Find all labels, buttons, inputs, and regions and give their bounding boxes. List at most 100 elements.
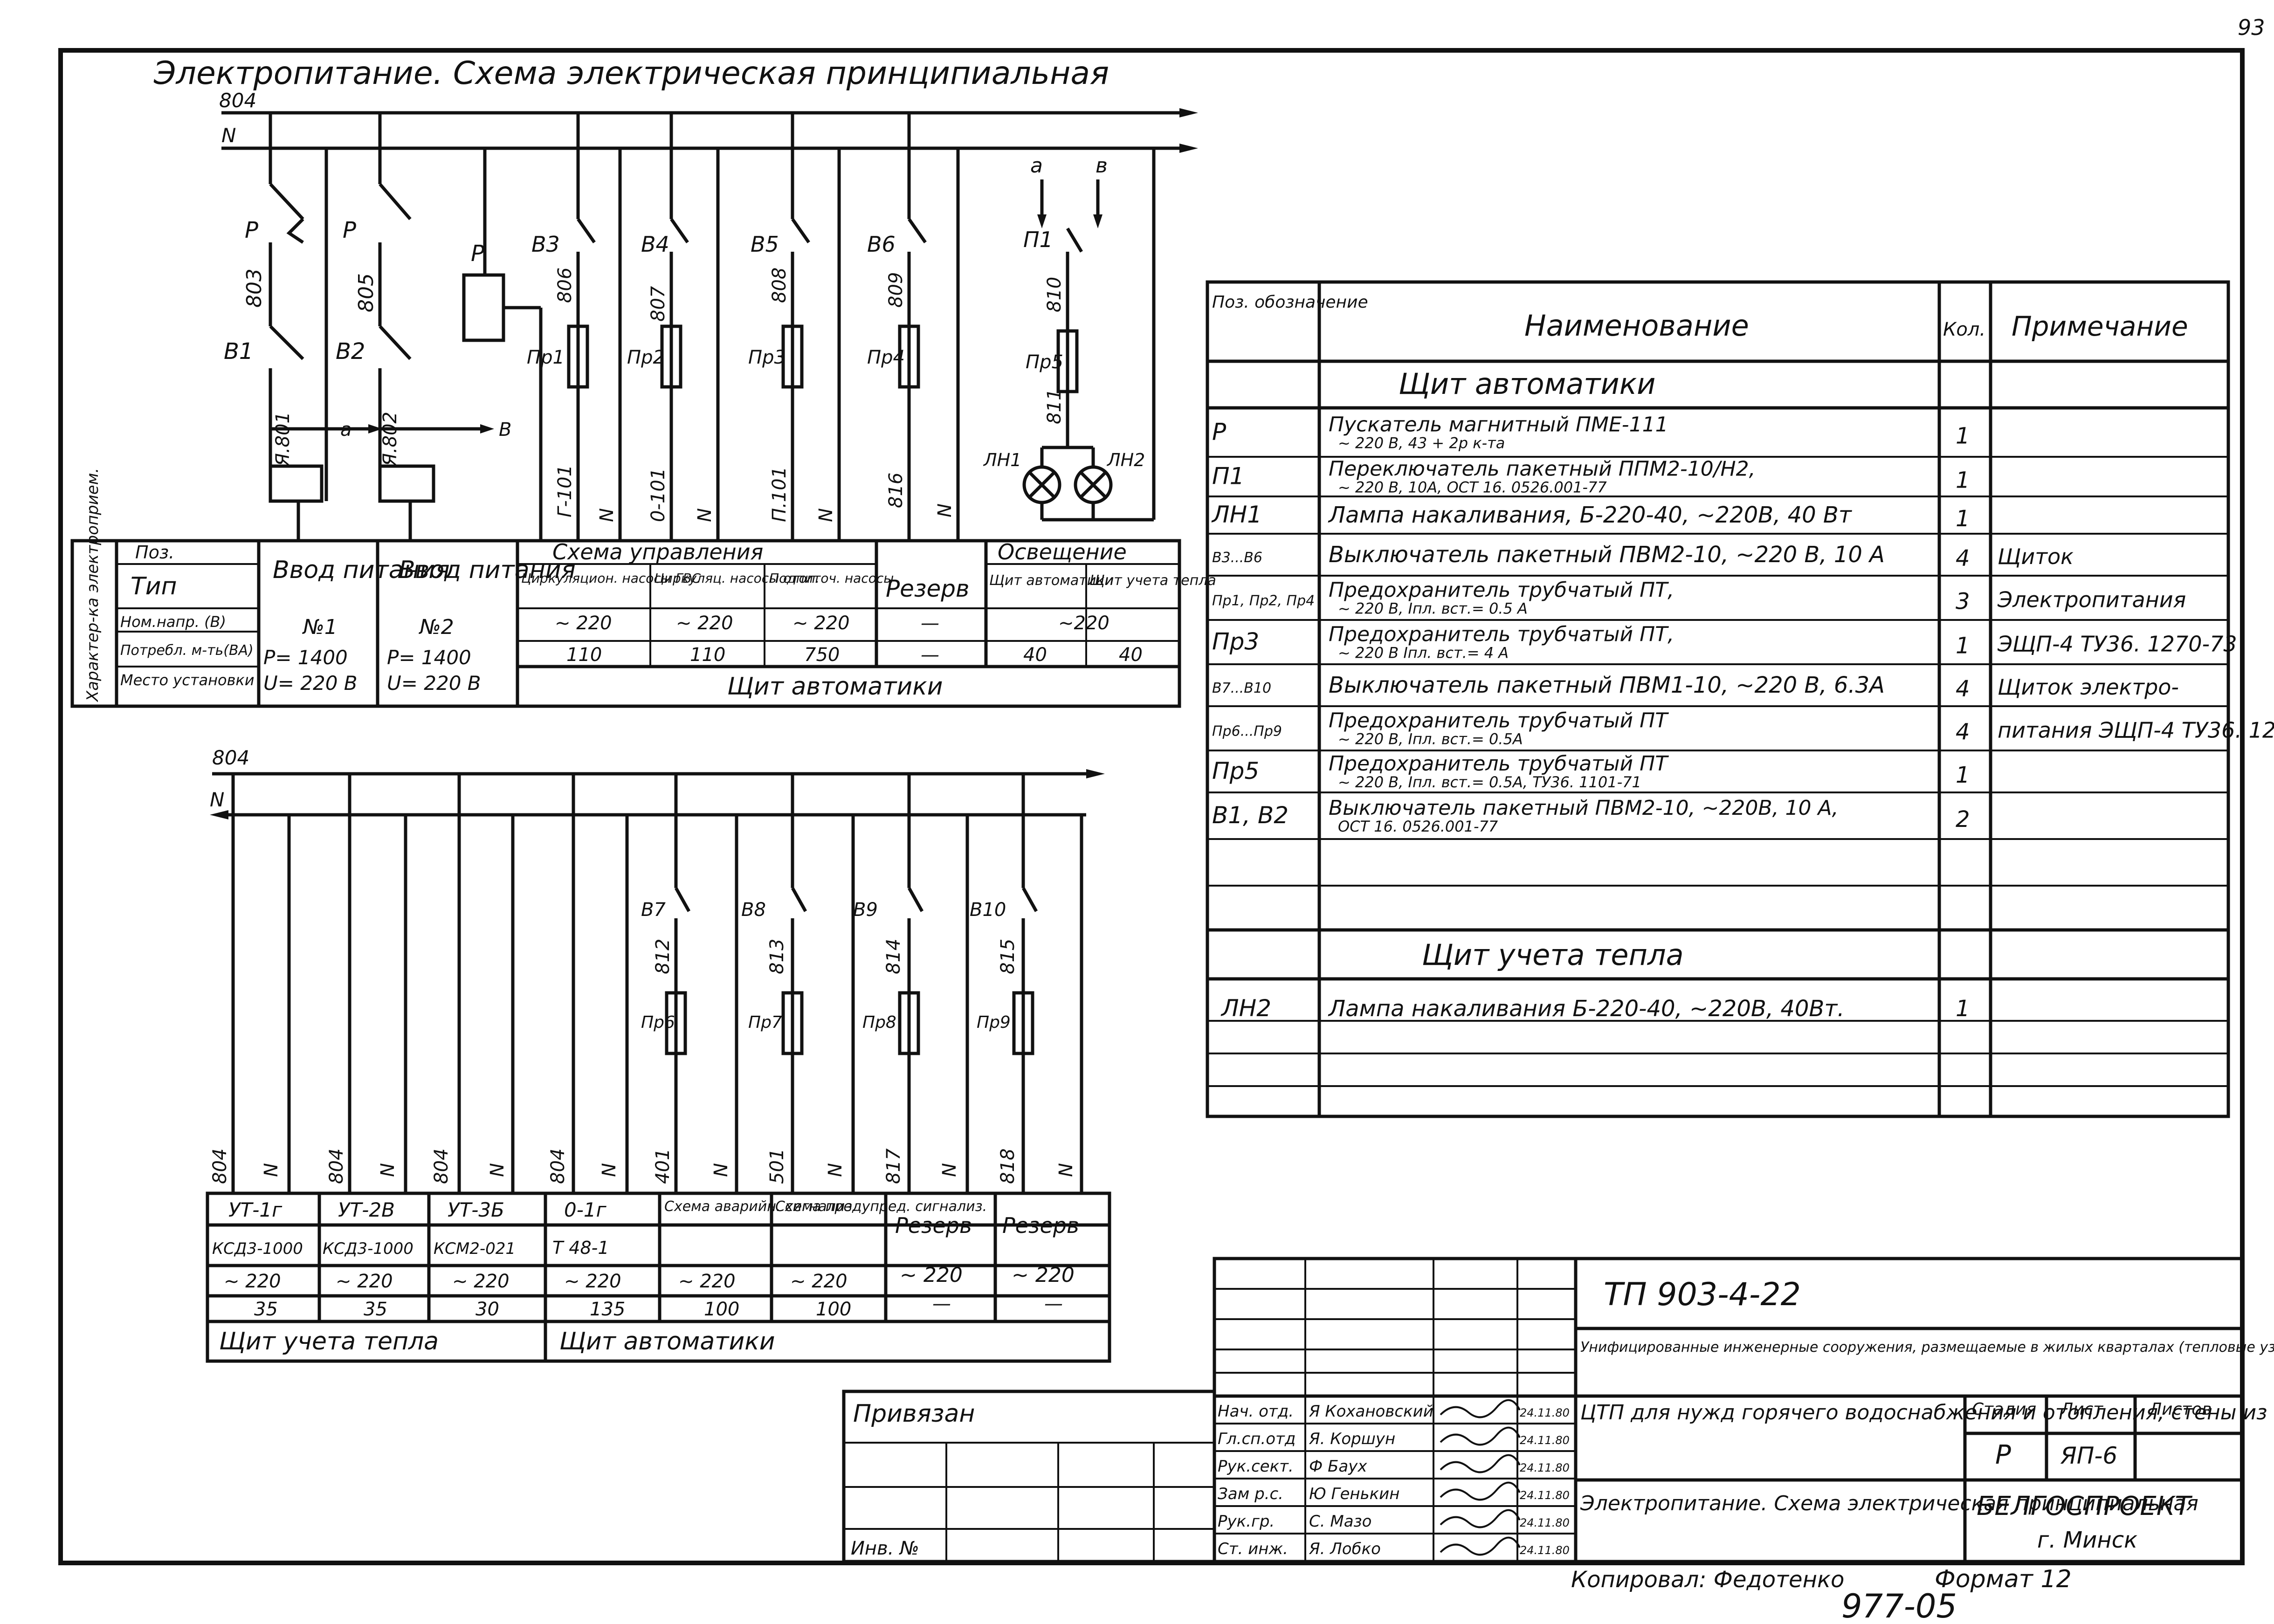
svg-text:В4: В4 bbox=[641, 232, 669, 257]
svg-text:В3: В3 bbox=[531, 232, 560, 257]
signer-name: Ю Генькин bbox=[1309, 1485, 1400, 1503]
svg-text:Щит учета тепла: Щит учета тепла bbox=[1089, 572, 1216, 589]
svg-text:Щит автоматики: Щит автоматики bbox=[559, 1328, 775, 1356]
spec-qty: 3 bbox=[1956, 589, 1970, 615]
signer-date: 24.11.80 bbox=[1520, 1489, 1570, 1502]
svg-text:Листов: Листов bbox=[2148, 1400, 2212, 1419]
svg-text:Схема аварийн. сигнализ.: Схема аварийн. сигнализ. bbox=[664, 1198, 857, 1215]
switch-contact bbox=[791, 887, 807, 912]
svg-text:804: 804 bbox=[209, 1149, 231, 1184]
svg-text:Лист: Лист bbox=[2060, 1400, 2103, 1419]
branch-b3: В3 806 Пр1 Г-101 bbox=[527, 113, 596, 541]
svg-text:в: в bbox=[1096, 154, 1108, 178]
svg-text:Циркуляц. насосы отоп.: Циркуляц. насосы отоп. bbox=[654, 571, 820, 586]
input2-bracket bbox=[378, 464, 435, 503]
svg-text:~ 220: ~ 220 bbox=[452, 1271, 510, 1292]
signature-mark bbox=[1440, 1399, 1521, 1418]
page-number: 93 bbox=[2238, 15, 2265, 40]
starter-p-label: Р bbox=[245, 217, 258, 243]
svg-text:Поз.: Поз. bbox=[135, 542, 174, 563]
page-title: Электропитание. Схема электрическая прин… bbox=[153, 55, 1109, 92]
spec-name: Предохранитель трубчатый ПТ, bbox=[1329, 623, 1674, 647]
svg-text:ЛН1: ЛН1 bbox=[983, 450, 1021, 470]
svg-text:Щит автоматики: Щит автоматики bbox=[727, 673, 943, 701]
signature-mark bbox=[1440, 1426, 1521, 1446]
footer-number: 977-05 bbox=[1841, 1587, 1957, 1624]
svg-text:а: а bbox=[1030, 154, 1043, 178]
schema2-verticals bbox=[231, 774, 1083, 1193]
switch-b2-label: В2 bbox=[336, 338, 365, 365]
spec-pos: Пр5 bbox=[1212, 757, 1259, 784]
wire-n: N bbox=[596, 508, 618, 522]
svg-text:Пр6: Пр6 bbox=[641, 1013, 675, 1032]
signer-name: Я. Лобко bbox=[1309, 1540, 1381, 1558]
spec-name: Выключатель пакетный ПВМ2-10, ~220 В, 10… bbox=[1329, 542, 1885, 568]
svg-text:~ 220: ~ 220 bbox=[555, 612, 612, 634]
svg-text:В9: В9 bbox=[853, 899, 878, 921]
svg-text:0-101: 0-101 bbox=[648, 468, 669, 522]
spec-name: Выключатель пакетный ПВМ1-10, ~220 В, 6.… bbox=[1329, 672, 1885, 698]
svg-text:П.101: П.101 bbox=[769, 467, 790, 522]
svg-text:~ 220: ~ 220 bbox=[678, 1271, 736, 1292]
contact-p bbox=[269, 183, 304, 220]
svg-text:N: N bbox=[487, 1163, 508, 1177]
bus-n-label: N bbox=[221, 124, 236, 147]
svg-text:1: 1 bbox=[1956, 996, 1970, 1022]
wire-805: 805 bbox=[354, 273, 378, 312]
svg-text:Щит учета тепла: Щит учета тепла bbox=[219, 1328, 439, 1356]
svg-text:Стадия: Стадия bbox=[1972, 1400, 2036, 1419]
spec-qty: 1 bbox=[1956, 423, 1970, 449]
svg-text:Тип: Тип bbox=[131, 572, 177, 600]
svg-text:~ 220: ~ 220 bbox=[790, 1271, 848, 1292]
svg-text:Р: Р bbox=[1995, 1440, 2011, 1470]
switch-b1-label: В1 bbox=[224, 338, 253, 365]
svg-text:814: 814 bbox=[883, 939, 904, 974]
spec-pos: Пр1, Пр2, Пр4 bbox=[1212, 593, 1315, 609]
spec-name: Предохранитель трубчатый ПТ bbox=[1329, 709, 1669, 733]
signer-name: Ф Баух bbox=[1309, 1457, 1367, 1476]
spec-pos: Р bbox=[1212, 419, 1227, 446]
spec-table: Поз. обозначение Наименование Кол. Приме… bbox=[1206, 280, 2274, 1118]
svg-text:Место установки: Место установки bbox=[120, 671, 255, 689]
svg-text:810: 810 bbox=[1044, 277, 1065, 312]
svg-text:г. Минск: г. Минск bbox=[2037, 1527, 2137, 1553]
svg-text:Ном.напр. (В): Ном.напр. (В) bbox=[120, 613, 226, 631]
spec-sub: ~ 220 В Iпл. вст.= 4 А bbox=[1338, 644, 1509, 662]
branch-b4: В4 807 Пр2 0-101 bbox=[627, 113, 689, 541]
svg-text:40: 40 bbox=[1023, 644, 1047, 666]
svg-text:30: 30 bbox=[475, 1299, 499, 1320]
svg-text:В10: В10 bbox=[970, 899, 1006, 921]
svg-text:816: 816 bbox=[885, 473, 907, 508]
svg-text:КСМ2-021: КСМ2-021 bbox=[434, 1239, 516, 1258]
coil-p bbox=[462, 273, 505, 342]
spec-pos: П1 bbox=[1212, 463, 1244, 490]
svg-text:807: 807 bbox=[648, 286, 669, 322]
svg-text:~ 220: ~ 220 bbox=[1012, 1263, 1075, 1287]
signature-mark bbox=[1440, 1509, 1521, 1528]
svg-text:~ 220: ~ 220 bbox=[336, 1271, 393, 1292]
spec-name: Предохранитель трубчатый ПТ bbox=[1329, 752, 1669, 776]
svg-text:809: 809 bbox=[885, 272, 907, 308]
spec-qty: 2 bbox=[1956, 806, 1970, 833]
svg-text:Пр7: Пр7 bbox=[748, 1013, 782, 1032]
svg-text:—: — bbox=[921, 612, 939, 634]
svg-text:Резерв: Резерв bbox=[886, 575, 969, 602]
svg-text:КСД3-1000: КСД3-1000 bbox=[323, 1239, 413, 1258]
svg-text:815: 815 bbox=[997, 939, 1019, 974]
svg-text:—: — bbox=[1044, 1293, 1063, 1314]
svg-text:№2: №2 bbox=[418, 615, 454, 639]
spec-name: Переключатель пакетный ППМ2-10/Н2, bbox=[1329, 457, 1756, 481]
svg-text:U= 220 В: U= 220 В bbox=[387, 672, 481, 695]
svg-text:~ 220: ~ 220 bbox=[564, 1271, 621, 1292]
svg-text:Пр8: Пр8 bbox=[862, 1013, 896, 1032]
switch-contact bbox=[907, 887, 924, 912]
signer-date: 24.11.80 bbox=[1520, 1434, 1570, 1447]
svg-text:501: 501 bbox=[766, 1149, 788, 1184]
signer-role: Нач. отд. bbox=[1218, 1402, 1294, 1421]
spec-pos: В1, В2 bbox=[1212, 802, 1289, 829]
svg-text:N: N bbox=[599, 1163, 620, 1177]
svg-text:808: 808 bbox=[769, 268, 790, 303]
fuse bbox=[665, 991, 687, 1055]
spec-qty: 1 bbox=[1956, 762, 1970, 788]
signer-role: Ст. инж. bbox=[1218, 1540, 1288, 1558]
